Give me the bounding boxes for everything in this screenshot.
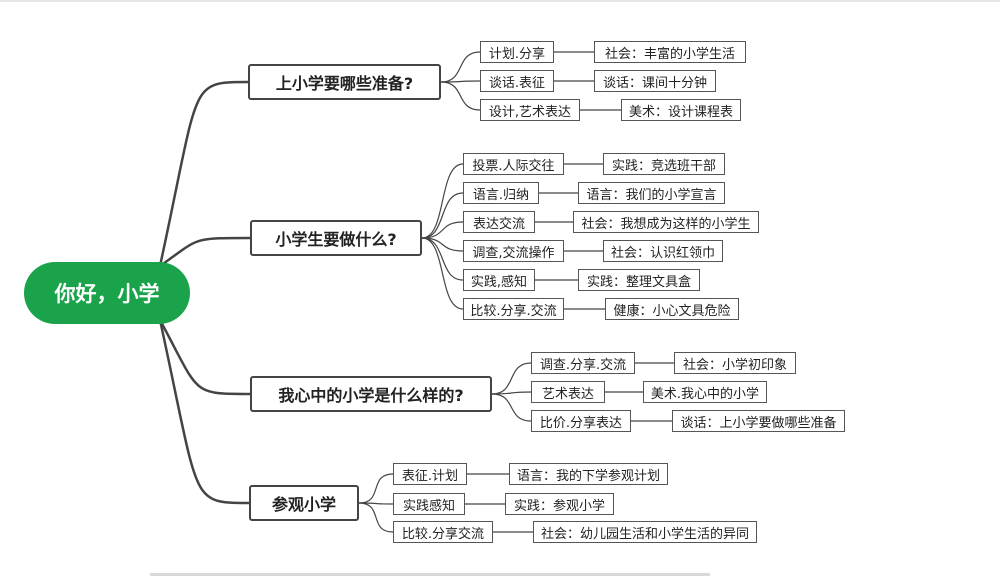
item-connector bbox=[421, 221, 464, 239]
branch-connector bbox=[158, 319, 250, 505]
activity-node: 社会：丰富的小学生活 bbox=[594, 41, 746, 63]
bottom-scrollbar[interactable] bbox=[150, 573, 710, 576]
branch-node-1: 上小学要哪些准备? bbox=[248, 64, 441, 100]
top-divider bbox=[0, 0, 1000, 2]
item-connector bbox=[358, 473, 394, 504]
method-node: 谈话.表征 bbox=[480, 70, 554, 92]
activity-node: 社会：幼儿园生活和小学生活的异同 bbox=[533, 521, 757, 543]
method-node: 表征.计划 bbox=[393, 463, 467, 485]
item-connector bbox=[421, 237, 464, 310]
method-node: 艺术表达 bbox=[531, 381, 605, 403]
activity-node: 社会：小学初印象 bbox=[674, 352, 796, 374]
activity-node: 实践：整理文具盒 bbox=[578, 269, 700, 291]
method-node: 比价.分享表达 bbox=[531, 410, 631, 432]
method-node: 实践,感知 bbox=[463, 269, 535, 291]
item-connector bbox=[358, 502, 394, 505]
branch-connector bbox=[158, 80, 249, 267]
branch-node-4: 参观小学 bbox=[249, 485, 359, 521]
activity-node: 社会：我想成为这样的小学生 bbox=[573, 211, 759, 233]
activity-node: 谈话：课间十分钟 bbox=[594, 70, 716, 92]
activity-node: 实践：参观小学 bbox=[505, 493, 614, 515]
method-node: 语言.归纳 bbox=[463, 182, 539, 204]
branch-node-2: 小学生要做什么? bbox=[250, 220, 422, 256]
method-node: 比较.分享交流 bbox=[393, 521, 493, 543]
method-node: 调查,交流操作 bbox=[463, 240, 564, 262]
item-connector bbox=[421, 163, 464, 239]
activity-node: 实践：竞选班干部 bbox=[603, 153, 725, 175]
method-node: 表达交流 bbox=[463, 211, 535, 233]
activity-node: 健康：小心文具危险 bbox=[605, 298, 739, 320]
branch-connector bbox=[158, 319, 251, 396]
item-connector bbox=[440, 51, 481, 83]
item-connector bbox=[358, 502, 394, 533]
branch-node-3: 我心中的小学是什么样的? bbox=[250, 376, 492, 412]
branch-connector bbox=[159, 236, 251, 268]
item-connector bbox=[491, 393, 532, 422]
root-node: 你好，小学 bbox=[24, 262, 190, 324]
activity-node: 美术：设计课程表 bbox=[621, 99, 741, 121]
item-connector bbox=[440, 81, 481, 111]
method-node: 调查.分享.交流 bbox=[531, 352, 635, 374]
method-node: 设计,艺术表达 bbox=[480, 99, 580, 121]
activity-node: 语言：我们的小学宣言 bbox=[578, 182, 725, 204]
activity-node: 谈话：上小学要做哪些准备 bbox=[672, 410, 845, 432]
method-node: 实践感知 bbox=[393, 493, 465, 515]
method-node: 投票.人际交往 bbox=[463, 153, 564, 175]
method-node: 计划.分享 bbox=[480, 41, 554, 63]
activity-node: 语言：我的下学参观计划 bbox=[509, 463, 668, 485]
activity-node: 社会：认识红领巾 bbox=[603, 240, 723, 262]
method-node: 比较.分享.交流 bbox=[463, 298, 564, 320]
item-connector bbox=[491, 362, 532, 395]
item-connector bbox=[421, 192, 464, 239]
item-connector bbox=[421, 237, 464, 281]
activity-node: 美术.我心中的小学 bbox=[643, 381, 767, 403]
